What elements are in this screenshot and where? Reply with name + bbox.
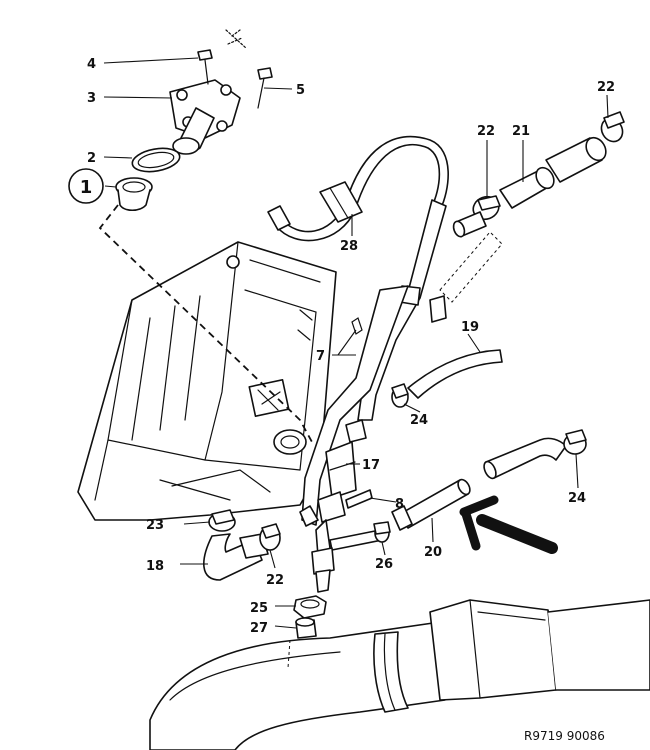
hose-upper-loop [267,135,449,242]
thermostat [115,177,153,212]
direction-arrow [459,495,558,554]
hose-phantom [429,231,503,323]
reference-code: R9719 90086 [524,729,605,743]
part-25-nut [293,595,327,619]
hose-right-curved [483,437,567,480]
hose-short-upper [452,211,487,238]
intake-hose [149,599,650,750]
hose-clamp-24-right [563,429,587,455]
hose-18 [203,533,269,581]
hose-junction-8 [311,519,383,593]
bolt-long [257,67,273,109]
expansion-tank [77,241,337,521]
callout-22-top: 22 [477,124,495,139]
thermostat-housing [169,29,247,155]
hose-clamp-22-top-right [600,111,625,143]
hose-21 [499,136,607,209]
hose-19 [407,349,503,399]
callout-1: 1 [80,177,93,198]
callout-21: 21 [512,124,530,139]
callout-17: 17 [362,458,380,473]
assembly-line-clamp [287,639,291,669]
callout-18: 18 [146,559,164,574]
callout-4: 4 [87,57,96,72]
hose-long-7 [299,199,447,527]
callout-24-right: 24 [568,491,586,506]
hose-clamp-22-bottom [259,523,281,551]
part-27-plug [295,617,317,639]
callout-3: 3 [87,91,96,106]
callout-5: 5 [296,83,305,98]
callout-20: 20 [424,545,442,560]
leader-lines [103,57,609,629]
callout-2: 2 [87,151,96,166]
o-ring [131,147,181,173]
callout-25: 25 [250,601,268,616]
callout-24-mid: 24 [410,413,428,428]
hose-20 [391,478,471,531]
hose-clamp-24-mid [391,383,409,408]
callout-7: 7 [316,349,325,364]
hose-clamp-26 [373,521,391,543]
callout-22-bottom: 22 [266,573,284,588]
callout-27: 27 [250,621,268,636]
callout-26: 26 [375,557,393,572]
bolt-short [197,49,213,85]
callout-23: 23 [146,518,164,533]
assembly-line-thermostat [98,204,313,443]
hose-clamp-23 [208,509,236,532]
callout-22-top-right: 22 [597,80,615,95]
callout-circle-1 [68,168,104,204]
callout-8: 8 [395,497,404,512]
callout-28: 28 [340,239,358,254]
callout-19: 19 [461,320,479,335]
